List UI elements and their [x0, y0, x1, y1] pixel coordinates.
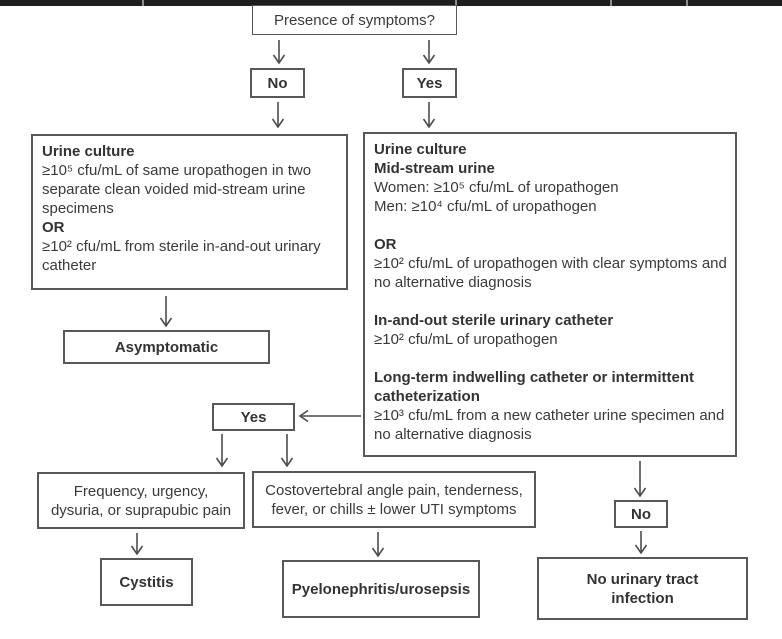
costovertebral-symptoms-line: Costovertebral angle pain, tenderness, — [265, 481, 523, 499]
top-crop-bar — [0, 0, 782, 6]
no-uti-result-line: infection — [611, 589, 674, 607]
no-decision-label: No — [631, 505, 651, 523]
arrow-frequency-to-cystitis — [130, 533, 144, 556]
presence-of-symptoms-box: Presence of symptoms? — [252, 5, 457, 35]
no-uti-result-box: No urinary tract infection — [537, 557, 748, 620]
arrow-presence-to-no — [272, 40, 286, 65]
criteria-heading: In-and-out sterile urinary catheter — [374, 312, 614, 329]
asymptomatic-result-box: Asymptomatic — [63, 330, 270, 364]
arrow-right-criteria-to-no-decision — [633, 461, 647, 498]
yes-decision-box: Yes — [212, 403, 295, 431]
criteria-text: ≥10² cfu/mL from sterile in-and-out urin… — [42, 238, 321, 274]
yes-decision-label: Yes — [240, 408, 267, 426]
arrow-yes-to-costovertebral — [280, 434, 294, 468]
pyelonephritis-result-box: Pyelonephritis/urosepsis — [282, 560, 480, 618]
frequency-symptoms-line: dysuria, or suprapubic pain — [50, 501, 232, 519]
asymptomatic-criteria-box: Urine culture ≥10⁵ cfu/mL of same uropat… — [31, 134, 348, 290]
arrow-yes-to-frequency — [215, 434, 229, 468]
criteria-text: Men: ≥10⁴ cfu/mL of uropathogen — [374, 198, 597, 215]
no-uti-result-line: No urinary tract — [586, 570, 699, 588]
arrow-no-to-left-criteria — [271, 102, 285, 129]
criteria-heading: OR — [42, 219, 65, 236]
criteria-text: ≥10³ cfu/mL from a new catheter urine sp… — [374, 407, 725, 443]
arrow-yes-to-right-criteria — [422, 102, 436, 129]
criteria-text: ≥10⁵ cfu/mL of same uropathogen in two s… — [42, 162, 312, 217]
arrow-costovertebral-to-pyelonephritis — [371, 532, 385, 558]
criteria-text: ≥10² cfu/mL of uropathogen with clear sy… — [374, 255, 727, 291]
cystitis-result-box: Cystitis — [100, 558, 193, 606]
arrow-no-to-no-uti — [634, 531, 648, 555]
costovertebral-symptoms-box: Costovertebral angle pain, tenderness, f… — [252, 471, 536, 528]
pyelonephritis-label: Pyelonephritis/urosepsis — [291, 580, 471, 598]
criteria-heading: Long-term indwelling catheter or intermi… — [374, 369, 695, 405]
criteria-text: ≥10² cfu/mL of uropathogen — [374, 331, 558, 348]
criteria-heading: Urine culture — [374, 141, 467, 158]
arrow-presence-to-yes — [422, 40, 436, 65]
top-bar-notch — [686, 0, 688, 6]
yes-branch-label: Yes — [416, 74, 443, 92]
criteria-heading: Urine culture — [42, 143, 135, 160]
top-bar-notch — [142, 0, 144, 6]
symptomatic-criteria-box: Urine culture Mid-stream urine Women: ≥1… — [363, 132, 737, 457]
costovertebral-symptoms-line: fever, or chills ± lower UTI symptoms — [271, 500, 517, 518]
no-branch-box: No — [250, 68, 305, 98]
asymptomatic-label: Asymptomatic — [114, 338, 219, 356]
no-decision-box: No — [614, 500, 668, 528]
top-bar-notch — [455, 0, 457, 6]
cystitis-label: Cystitis — [119, 573, 174, 591]
presence-of-symptoms-label: Presence of symptoms? — [274, 11, 435, 29]
criteria-heading: OR — [374, 236, 397, 253]
arrow-right-criteria-to-yes-decision — [298, 409, 361, 423]
yes-branch-box: Yes — [402, 68, 457, 98]
criteria-heading: Mid-stream urine — [374, 160, 495, 177]
frequency-symptoms-box: Frequency, urgency, dysuria, or suprapub… — [37, 472, 245, 529]
arrow-left-criteria-to-asymptomatic — [159, 296, 173, 328]
no-branch-label: No — [267, 74, 288, 92]
criteria-text: Women: ≥10⁵ cfu/mL of uropathogen — [374, 179, 619, 196]
frequency-symptoms-line: Frequency, urgency, — [73, 482, 209, 500]
top-bar-notch — [610, 0, 612, 6]
